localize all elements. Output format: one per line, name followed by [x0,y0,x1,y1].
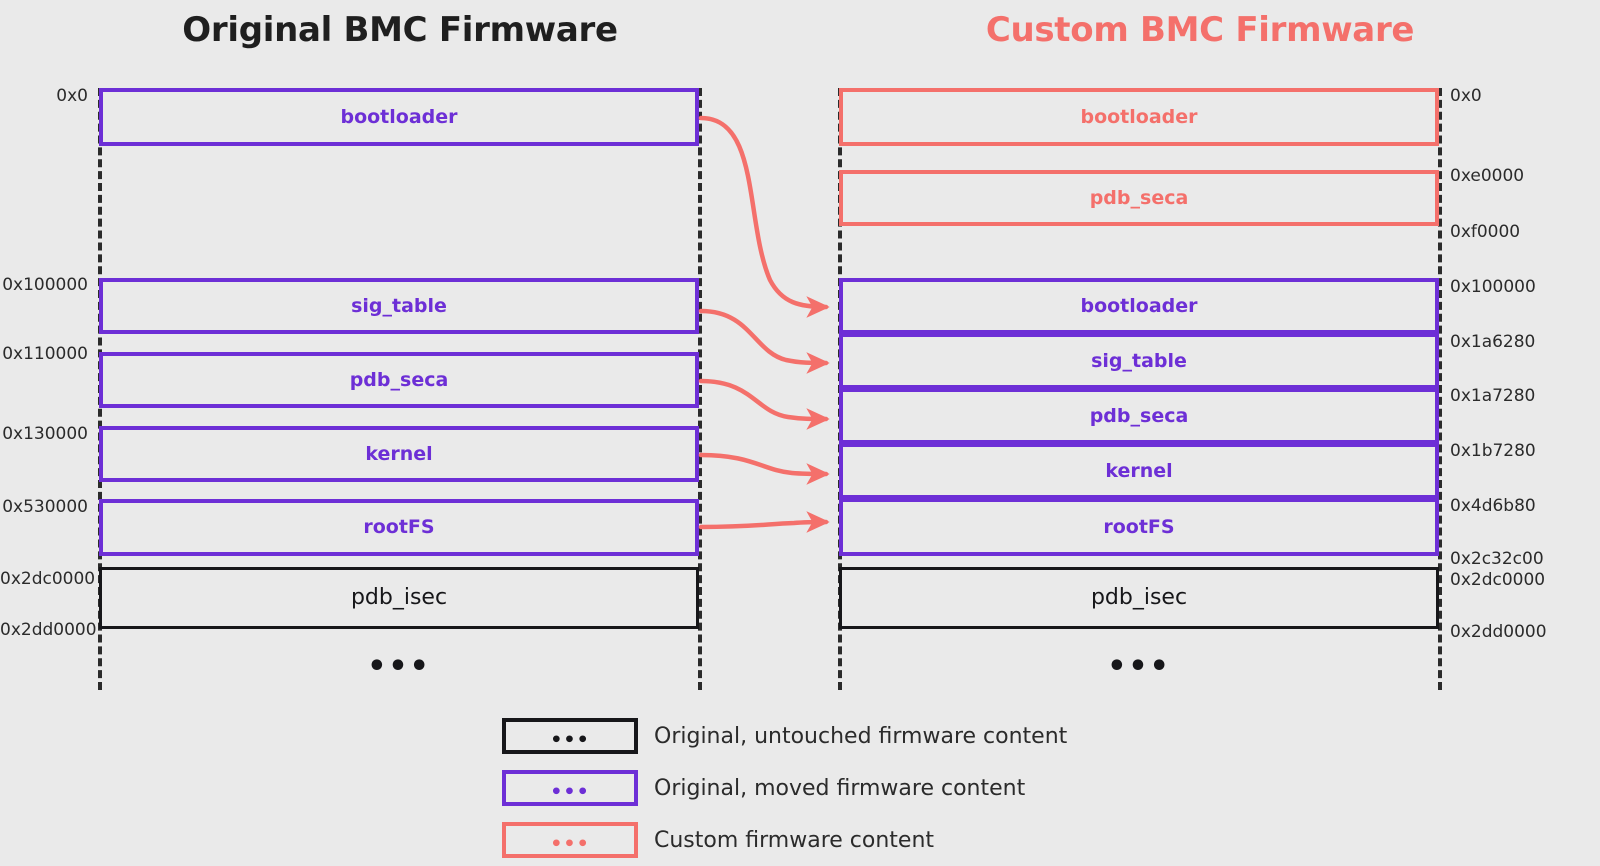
block-left-kernel[interactable]: kernel [99,426,699,482]
addr-left-6: 0x2dd0000 [0,620,97,640]
legend-label: Original, moved firmware content [654,775,1026,801]
left-column-ellipsis: ••• [367,649,431,684]
block-left-sig_table[interactable]: sig_table [99,278,699,334]
block-label: kernel [365,442,433,465]
block-label: pdb_isec [350,585,448,610]
block-left-pdb_seca[interactable]: pdb_seca [99,352,699,408]
addr-left-2: 0x110000 [2,344,88,364]
legend-swatch-red: ••• [502,822,638,858]
addr-right-1: 0xe0000 [1450,166,1525,186]
addr-left-0: 0x0 [56,86,88,106]
block-label: sig_table [351,294,447,317]
legend-item-custom: ••• Custom firmware content [502,814,1067,866]
addr-right-6: 0x1b7280 [1450,441,1536,461]
legend-dots: ••• [550,832,590,855]
legend-dots: ••• [550,780,590,803]
addr-left-5: 0x2dc0000 [0,569,96,589]
legend-label: Custom firmware content [654,827,935,853]
left-column-title: Original BMC Firmware [182,10,618,50]
block-label: bootloader [340,105,458,128]
legend-item-untouched: ••• Original, untouched firmware content [502,710,1067,762]
addr-right-9: 0x2dc0000 [1450,570,1546,590]
block-label: rootFS [1103,515,1175,538]
block-right-rootFS[interactable]: rootFS [839,498,1439,556]
arrow-kernel [698,452,830,485]
block-label: pdb_seca [1089,186,1189,209]
block-right-sig_table[interactable]: sig_table [839,333,1439,389]
block-left-bootloader[interactable]: bootloader [99,88,699,146]
arrow-sig_table [698,308,830,374]
legend: ••• Original, untouched firmware content… [502,710,1067,866]
arrow-rootFS [698,511,830,533]
addr-right-4: 0x1a6280 [1450,332,1536,352]
legend-swatch-black: ••• [502,718,638,754]
arrow-bootloader [698,115,830,318]
block-label: bootloader [1080,105,1198,128]
block-label: rootFS [363,516,435,538]
legend-dots: ••• [550,728,590,751]
addr-left-4: 0x530000 [2,497,88,517]
right-column-ellipsis: ••• [1107,649,1171,684]
block-label: bootloader [1080,294,1198,317]
addr-right-8: 0x2c32c00 [1450,549,1544,569]
addr-left-3: 0x130000 [2,424,88,444]
arrow-pdb_seca [698,378,830,430]
addr-right-2: 0xf0000 [1450,222,1521,242]
block-label: pdb_isec [1090,585,1188,610]
addr-right-3: 0x100000 [1450,277,1536,297]
block-label: sig_table [1091,349,1187,372]
addr-right-5: 0x1a7280 [1450,386,1536,406]
block-right-pdb_seca[interactable]: pdb_seca [839,388,1439,444]
addr-right-10: 0x2dd0000 [1450,622,1547,642]
right-column-title: Custom BMC Firmware [985,10,1415,50]
legend-item-moved: ••• Original, moved firmware content [502,762,1067,814]
block-left-rootFS[interactable]: rootFS [99,499,699,556]
addr-right-7: 0x4d6b80 [1450,496,1536,516]
right-column-rail-end [1438,88,1442,690]
legend-swatch-purple: ••• [502,770,638,806]
block-label: pdb_seca [1089,404,1189,427]
legend-label: Original, untouched firmware content [654,723,1068,749]
block-left-pdb_isec[interactable]: pdb_isec [99,567,699,629]
block-right-kernel[interactable]: kernel [839,443,1439,499]
block-label: pdb_seca [349,368,449,391]
addr-right-0: 0x0 [1450,86,1482,106]
block-right-bootloader-custom[interactable]: bootloader [839,88,1439,146]
addr-left-1: 0x100000 [2,275,88,295]
block-right-pdb_seca-custom[interactable]: pdb_seca [839,170,1439,226]
block-right-bootloader[interactable]: bootloader [839,278,1439,334]
block-label: kernel [1105,459,1173,482]
block-right-pdb_isec[interactable]: pdb_isec [839,567,1439,629]
